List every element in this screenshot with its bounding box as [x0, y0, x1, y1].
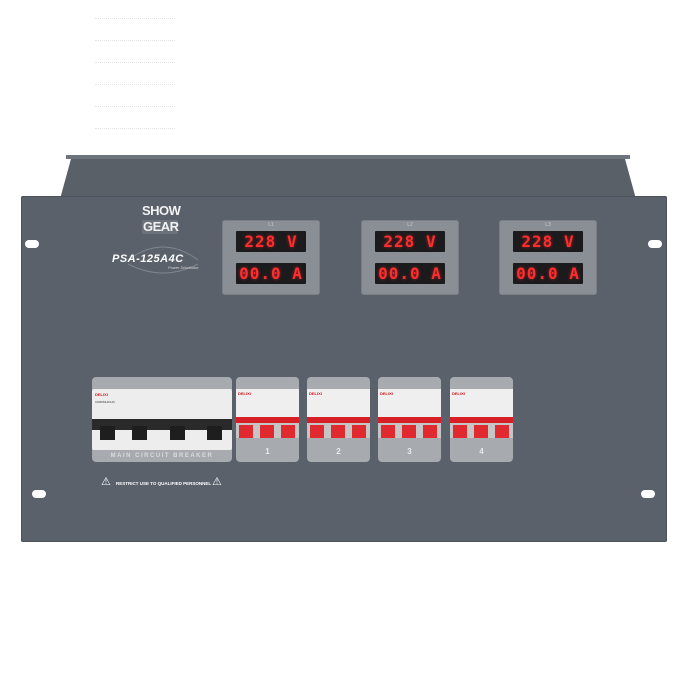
warning-triangle-icon: ⚠	[101, 476, 111, 488]
main-breaker-toggle[interactable]	[170, 426, 185, 440]
main-breaker-toggle[interactable]	[207, 426, 222, 440]
voltage-display: 228 V	[236, 231, 306, 252]
warning-text: RESTRICT USE TO QUALIFIED PERSONNEL	[116, 481, 212, 486]
main-breaker-toggle[interactable]	[132, 426, 147, 440]
breaker-toggle[interactable]	[495, 425, 509, 438]
breaker-number: 2	[336, 447, 341, 456]
main-breaker-label: MAIN CIRCUIT BREAKER	[110, 453, 214, 459]
ghost-line	[95, 106, 175, 108]
breaker-toggle[interactable]	[260, 425, 274, 438]
breaker-toggle[interactable]	[331, 425, 345, 438]
model-name: PSA-125A4C	[112, 253, 184, 265]
rack-hole	[641, 490, 655, 498]
breaker-toggle[interactable]	[310, 425, 324, 438]
breaker-number: 3	[407, 447, 412, 456]
breaker-toggle[interactable]	[423, 425, 437, 438]
main-breaker-spec: CDB6MHD125	[95, 400, 115, 404]
brand-line1: SHOW	[142, 203, 181, 218]
ghost-line	[95, 40, 175, 42]
breaker-stripe	[450, 417, 513, 423]
main-breaker-toggle[interactable]	[100, 426, 115, 440]
breaker-toggle[interactable]	[453, 425, 467, 438]
breaker-toggle[interactable]	[402, 425, 416, 438]
meter-label: L3	[545, 222, 551, 228]
meter-label: L2	[407, 222, 413, 228]
chassis-lid-edge	[66, 155, 630, 159]
main-breaker-band	[92, 419, 232, 430]
breaker-brand: DELIXI	[380, 391, 393, 396]
breaker-toggle[interactable]	[352, 425, 366, 438]
breaker-brand: DELIXI	[452, 391, 465, 396]
breaker-number: 1	[265, 447, 270, 456]
model-subtitle: Power Distributor	[168, 265, 199, 270]
voltage-display: 228 V	[375, 231, 445, 252]
breaker-stripe	[307, 417, 370, 423]
breaker-brand: DELIXI	[309, 391, 322, 396]
breaker-number: 4	[479, 447, 484, 456]
breaker-toggle[interactable]	[239, 425, 253, 438]
brand-line2: GEAR	[142, 219, 179, 234]
breaker-stripe	[236, 417, 299, 423]
rack-hole	[648, 240, 662, 248]
ghost-line	[95, 62, 175, 64]
meter-l2: L2 228 V 00.0 A	[361, 220, 459, 295]
breaker-brand: DELIXI	[238, 391, 251, 396]
warning-triangle-icon: ⚠	[212, 476, 222, 488]
meter-l3: L3 228 V 00.0 A	[499, 220, 597, 295]
rack-hole	[25, 240, 39, 248]
chassis-lid	[60, 157, 636, 199]
meter-l1: L1 228 V 00.0 A	[222, 220, 320, 295]
breaker-toggle[interactable]	[474, 425, 488, 438]
voltage-display: 228 V	[513, 231, 583, 252]
rack-hole	[32, 490, 46, 498]
current-display: 00.0 A	[513, 263, 583, 284]
breaker-toggle[interactable]	[281, 425, 295, 438]
current-display: 00.0 A	[375, 263, 445, 284]
breaker-stripe	[378, 417, 441, 423]
current-display: 00.0 A	[236, 263, 306, 284]
breaker-toggle[interactable]	[381, 425, 395, 438]
ghost-line	[95, 128, 175, 130]
meter-label: L1	[268, 222, 274, 228]
ghost-line	[95, 18, 175, 20]
main-breaker-brand: DELIXI	[95, 392, 108, 397]
brand-logo: SHOW GEAR	[142, 203, 181, 234]
logo-swirl-icon	[127, 246, 199, 274]
ghost-line	[95, 84, 175, 86]
